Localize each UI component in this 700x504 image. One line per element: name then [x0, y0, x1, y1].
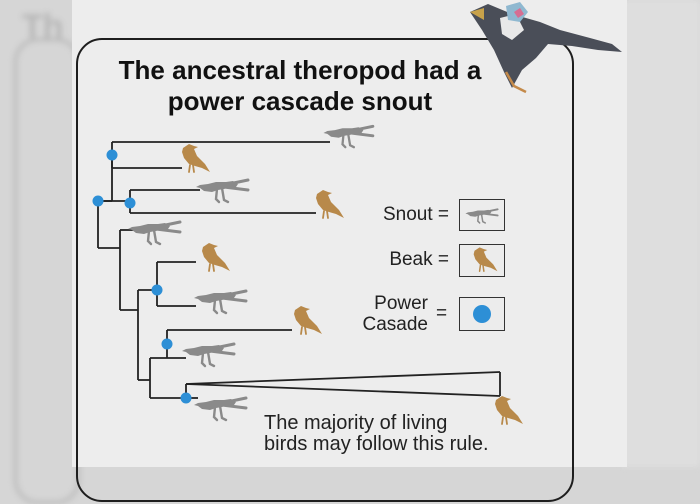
title-line-1: The ancestral theropod had a: [118, 55, 482, 85]
dinosaur-icon: [192, 396, 248, 422]
power-cascade-node-5: [161, 338, 173, 350]
bird-icon: [472, 246, 499, 272]
legend-snout-box: [459, 199, 505, 231]
footnote-line-2: birds may follow this rule.: [264, 433, 489, 455]
footnote: The majority of living birds may follow …: [264, 413, 489, 455]
legend-beak-label: Beak =: [389, 249, 449, 270]
dinosaur-icon: [180, 342, 236, 368]
bird-icon: [201, 242, 231, 272]
dinosaur-icon: [192, 289, 248, 315]
bird-icon: [181, 143, 211, 173]
legend-power-label: Power Casade: [352, 293, 429, 336]
bird-icon: [494, 395, 524, 425]
blue-dot-icon: [473, 305, 491, 323]
blurred-background: Th: [14, 0, 700, 504]
title-line-2: power cascade snout: [167, 85, 433, 116]
phylogenetic-tree: [92, 2, 622, 425]
legend-snout-label: Snout =: [382, 204, 449, 225]
dinosaur-icon: [322, 124, 375, 149]
tree-branches: [97, 141, 501, 399]
power-cascade-node-4: [151, 284, 163, 296]
legend-power-line-2: Casade: [362, 313, 429, 335]
legend-power-box: [459, 297, 505, 331]
power-cascade-nodes: [92, 149, 192, 404]
legend-power-line-1: Power: [374, 293, 428, 314]
bird-icon: [293, 305, 323, 335]
power-cascade-node-2: [92, 195, 104, 207]
dinosaur-icon: [126, 220, 182, 246]
dinosaur-icon: [194, 178, 250, 204]
power-cascade-node-1: [106, 149, 118, 161]
legend-beak-box: [459, 244, 505, 277]
power-cascade-node-3: [124, 197, 136, 209]
legend-power-equals: =: [436, 303, 448, 324]
footnote-line-1: The majority of living: [264, 412, 448, 434]
dinosaur-icon: [464, 208, 499, 224]
slide-panel: [72, 0, 627, 467]
diagram-title: The ancestral theropod had a power casca…: [80, 55, 520, 116]
ghost-right-panel: [622, 0, 700, 467]
bird-icon: [315, 189, 345, 219]
hero-bird-icon: [470, 2, 622, 94]
power-cascade-node-6: [180, 392, 192, 404]
